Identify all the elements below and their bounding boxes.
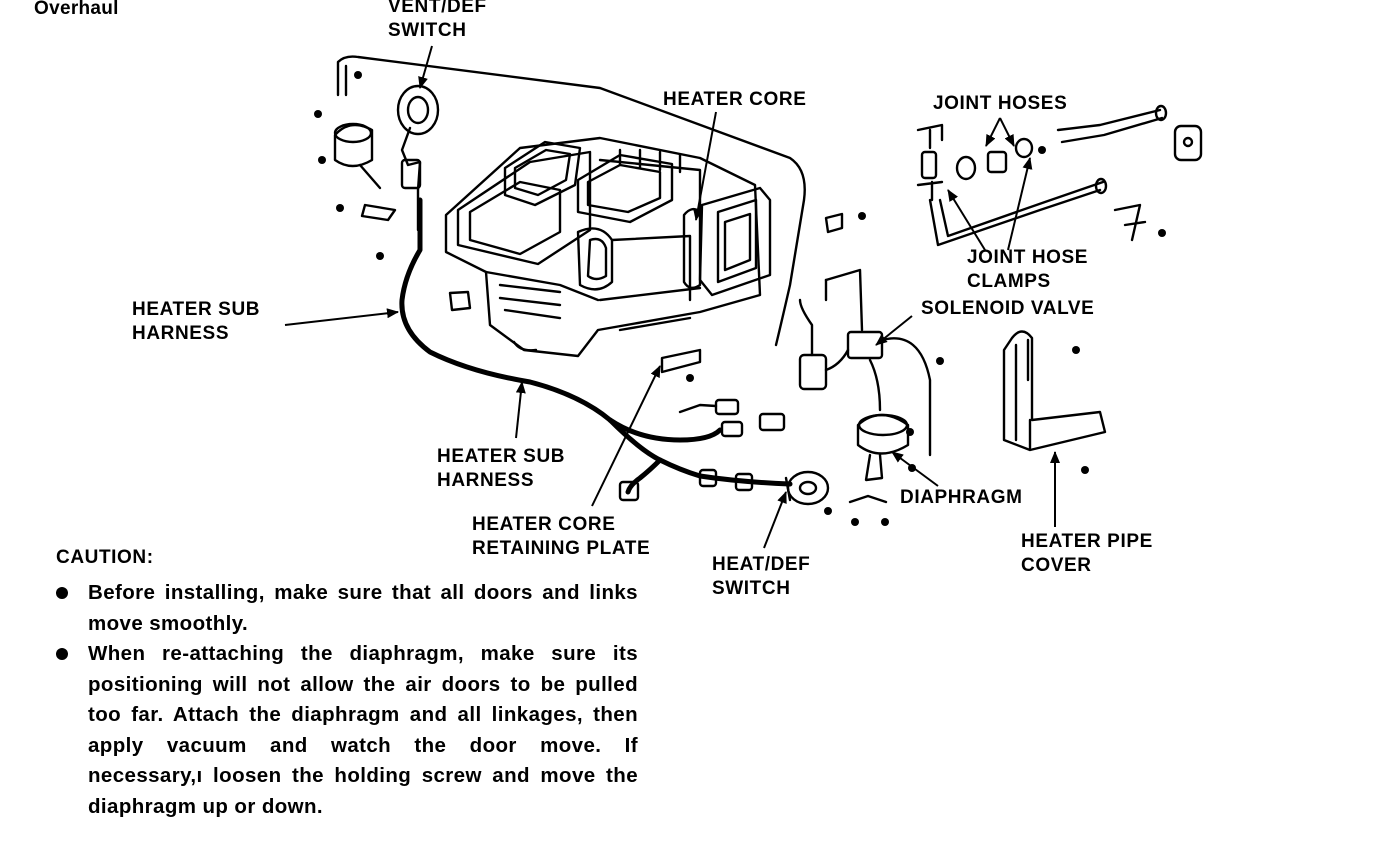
arrow-clamp-1 [947, 189, 986, 251]
retaining-plate [660, 348, 702, 374]
arrow-solenoid [875, 315, 913, 346]
label-solenoid-valve: SOLENOID VALVE [921, 298, 1095, 319]
caution-list: Before installing, make sure that all do… [56, 578, 638, 822]
solenoid-valve [798, 268, 932, 457]
arrow-diaphragm [891, 451, 939, 487]
page-title: Overhaul [34, 0, 119, 19]
arrow-sub-harness-bottom [515, 381, 526, 439]
heater-unit [444, 136, 762, 358]
arrow-heat-def [763, 491, 787, 549]
bullet-dot-icon [56, 648, 68, 660]
arrow-retaining-plate [591, 365, 661, 507]
caution-item: Before installing, make sure that all do… [56, 578, 638, 639]
label-joint-hoses: JOINT HOSES [933, 93, 1068, 114]
joint-hoses [916, 123, 1034, 202]
heater-pipes [928, 104, 1203, 247]
heater-core [682, 186, 772, 297]
arrow-heater-core [693, 111, 717, 221]
heat-def-switch [784, 470, 830, 506]
vent-def-switch [396, 84, 440, 232]
bullet-dot-icon [56, 587, 68, 599]
arrow-sub-harness-left [284, 308, 399, 326]
caution-item: When re-attaching the diaphragm, make su… [56, 639, 638, 822]
label-diaphragm: DIAPHRAGM [900, 487, 1023, 508]
arrow-clamp-2 [1007, 157, 1033, 251]
vent-diaphragm [333, 122, 397, 222]
sub-harness-wire [399, 197, 723, 443]
caution-title: CAUTION: [56, 547, 154, 568]
label-heater-core: HEATER CORE [663, 89, 807, 110]
diaphragm [848, 413, 910, 504]
arrow-vent-def-switch [418, 45, 433, 89]
arrow-joint-hose-2 [999, 117, 1015, 147]
control-cable [336, 55, 806, 347]
caution-item-text: Before installing, make sure that all do… [88, 581, 638, 635]
caution-item-text: When re-attaching the diaphragm, make su… [88, 642, 638, 818]
heater-pipe-cover [1002, 330, 1107, 452]
sub-harness-wire-2 [607, 417, 793, 487]
arrow-joint-hose-1 [985, 117, 1001, 147]
